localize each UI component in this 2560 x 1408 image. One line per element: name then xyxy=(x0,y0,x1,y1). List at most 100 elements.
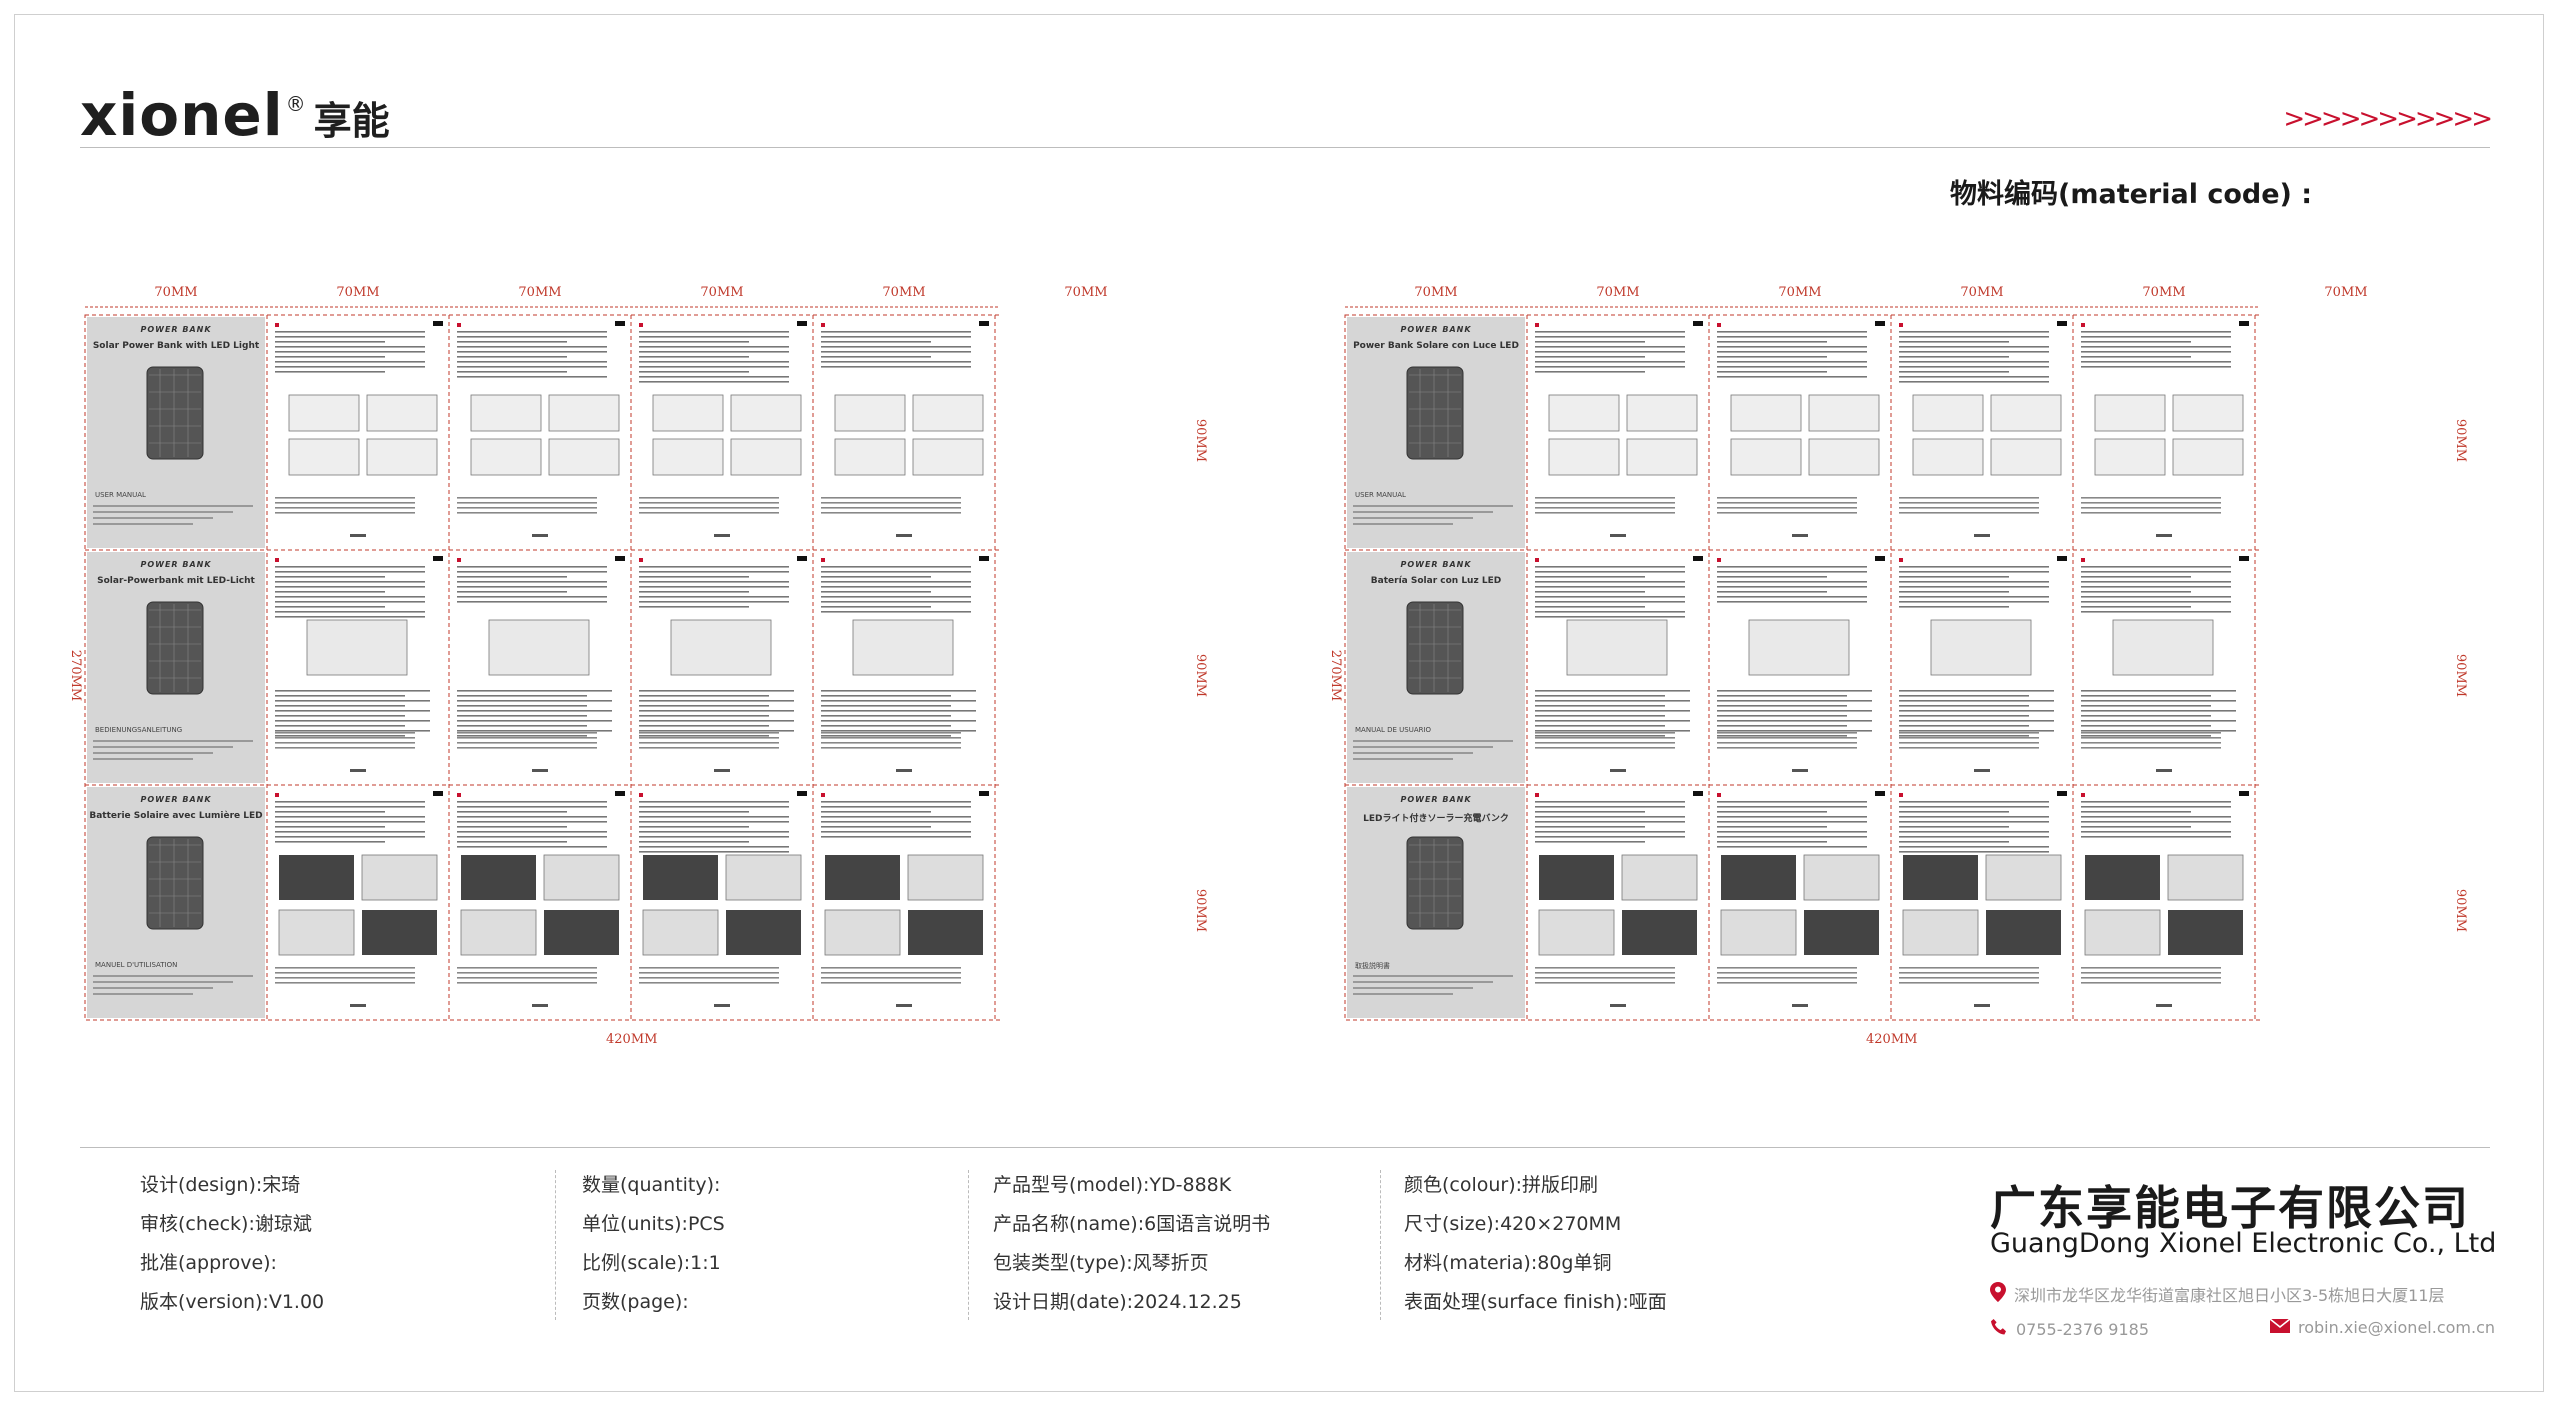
info-separator xyxy=(968,1170,969,1320)
manual-panel xyxy=(1535,556,1703,772)
info-colour: 颜色(colour):拼版印刷 xyxy=(1404,1174,1599,1196)
info-column-colour: 颜色(colour):拼版印刷 尺寸(size):420×270MM 材料(ma… xyxy=(1404,1166,1667,1322)
manual-panel xyxy=(87,317,265,548)
info-units: 单位(units):PCS xyxy=(582,1213,725,1235)
manual-panel xyxy=(1535,321,1703,537)
material-code-label: 物料编码(material code) : xyxy=(1950,179,2313,210)
company-name-cn: 广东享能电子有限公司 xyxy=(1990,1181,2470,1235)
manual-panel xyxy=(1717,321,1885,537)
manual-panel xyxy=(2081,556,2249,772)
row-height-label: 90MM xyxy=(1193,418,1209,462)
chevron-decoration: >>>>>>>>>>> xyxy=(2283,104,2493,134)
phone-icon xyxy=(1990,1318,2008,1340)
cover-manual-label: MANUEL D'UTILISATION xyxy=(95,961,178,969)
manual-panel xyxy=(457,791,625,1007)
manual-panel xyxy=(639,321,807,537)
cover-brand: POWER BANK xyxy=(1400,560,1472,569)
manual-panel xyxy=(639,791,807,1007)
info-quantity: 数量(quantity): xyxy=(582,1174,721,1196)
cover-brand: POWER BANK xyxy=(140,795,212,804)
logo-wordmark: xionel xyxy=(80,81,284,149)
manual-panel xyxy=(821,791,989,1007)
info-date: 设计日期(date):2024.12.25 xyxy=(993,1291,1242,1313)
address-text: 深圳市龙华区龙华街道富康社区旭日小区3-5栋旭日大厦11层 xyxy=(2014,1286,2445,1305)
info-size: 尺寸(size):420×270MM xyxy=(1404,1213,1622,1235)
manual-panel xyxy=(1717,791,1885,1007)
cover-title: Batterie Solaire avec Lumière LED xyxy=(89,811,263,821)
column-width-label: 70MM xyxy=(882,285,926,300)
info-material: 材料(materia):80g单铜 xyxy=(1404,1252,1612,1274)
cover-manual-label: BEDIENUNGSANLEITUNG xyxy=(95,726,183,734)
row-height-label: 90MM xyxy=(1193,888,1209,932)
manual-panel xyxy=(87,552,265,783)
info-page: 页数(page): xyxy=(582,1291,689,1313)
company-phone: 0755-2376 9185 xyxy=(1990,1318,2149,1340)
column-width-label: 70MM xyxy=(518,285,562,300)
email-text: robin.xie@xionel.com.cn xyxy=(2298,1318,2496,1337)
manual-panel xyxy=(821,556,989,772)
sheet-height-label: 270MM xyxy=(1328,649,1344,701)
mail-icon xyxy=(2269,1318,2291,1337)
manual-panel xyxy=(821,321,989,537)
info-version: 版本(version):V1.00 xyxy=(140,1291,325,1313)
info-scale: 比例(scale):1:1 xyxy=(582,1252,721,1274)
logo-chinese: 享能 xyxy=(313,99,390,143)
bottom-divider xyxy=(80,1147,2490,1148)
top-divider xyxy=(80,147,2490,148)
manual-panel xyxy=(275,791,443,1007)
cover-title: Solar-Powerbank mit LED-Licht xyxy=(97,576,255,586)
manual-panel xyxy=(1347,552,1525,783)
cover-manual-label: USER MANUAL xyxy=(95,491,146,499)
manual-panel xyxy=(1899,791,2067,1007)
company-email: robin.xie@xionel.com.cn xyxy=(2269,1318,2496,1337)
phone-text: 0755-2376 9185 xyxy=(2016,1319,2150,1339)
page-frame xyxy=(14,14,2544,1392)
cover-manual-label: MANUAL DE USUARIO xyxy=(1355,726,1432,734)
cover-title: LEDライト付きソーラー充電バンク xyxy=(1363,814,1509,824)
cover-brand: POWER BANK xyxy=(1400,795,1472,804)
manual-panel xyxy=(1717,556,1885,772)
column-width-label: 70MM xyxy=(336,285,380,300)
manual-panel xyxy=(1347,317,1525,548)
info-column-design: 设计(design):宋琦 审核(check):谢琼斌 批准(approve):… xyxy=(140,1166,324,1322)
column-width-label: 70MM xyxy=(1414,285,1458,300)
manual-panel xyxy=(2081,321,2249,537)
manual-panel xyxy=(1347,787,1525,1018)
sheet-grid xyxy=(1344,306,2260,1021)
row-height-label: 90MM xyxy=(1193,653,1209,697)
info-type: 包装类型(type):风琴折页 xyxy=(993,1252,1209,1274)
info-column-model: 产品型号(model):YD-888K 产品名称(name):6国语言说明书 包… xyxy=(993,1166,1270,1322)
info-design: 设计(design):宋琦 xyxy=(140,1174,301,1196)
manual-panel xyxy=(1899,321,2067,537)
manual-panel xyxy=(275,321,443,537)
manual-panel xyxy=(87,787,265,1018)
manual-panel xyxy=(1535,791,1703,1007)
sheet-width-label: 420MM xyxy=(606,1032,658,1047)
column-width-label: 70MM xyxy=(154,285,198,300)
info-separator xyxy=(1380,1170,1381,1320)
cover-manual-label: USER MANUAL xyxy=(1355,491,1406,499)
column-width-label: 70MM xyxy=(700,285,744,300)
logo-registered-mark: ® xyxy=(285,92,306,116)
info-column-quantity: 数量(quantity): 单位(units):PCS 比例(scale):1:… xyxy=(582,1166,725,1322)
info-check: 审核(check):谢琼斌 xyxy=(140,1213,312,1235)
manual-panel xyxy=(275,556,443,772)
company-name-en: GuangDong Xionel Electronic Co., Ltd xyxy=(1990,1228,2497,1259)
manual-panel xyxy=(2081,791,2249,1007)
info-model: 产品型号(model):YD-888K xyxy=(993,1174,1232,1196)
cover-brand: POWER BANK xyxy=(140,325,212,334)
location-icon xyxy=(1990,1282,2006,1306)
cover-title: Batería Solar con Luz LED xyxy=(1370,576,1502,586)
row-height-label: 90MM xyxy=(2453,418,2469,462)
row-height-label: 90MM xyxy=(2453,888,2469,932)
column-width-label: 70MM xyxy=(1960,285,2004,300)
info-finish: 表面处理(surface finish):哑面 xyxy=(1404,1291,1667,1313)
column-width-label: 70MM xyxy=(2142,285,2186,300)
column-width-label: 70MM xyxy=(1596,285,1640,300)
cover-brand: POWER BANK xyxy=(140,560,212,569)
cover-manual-label: 取扱説明書 xyxy=(1355,962,1390,970)
manual-panel xyxy=(457,321,625,537)
manual-panel xyxy=(639,556,807,772)
